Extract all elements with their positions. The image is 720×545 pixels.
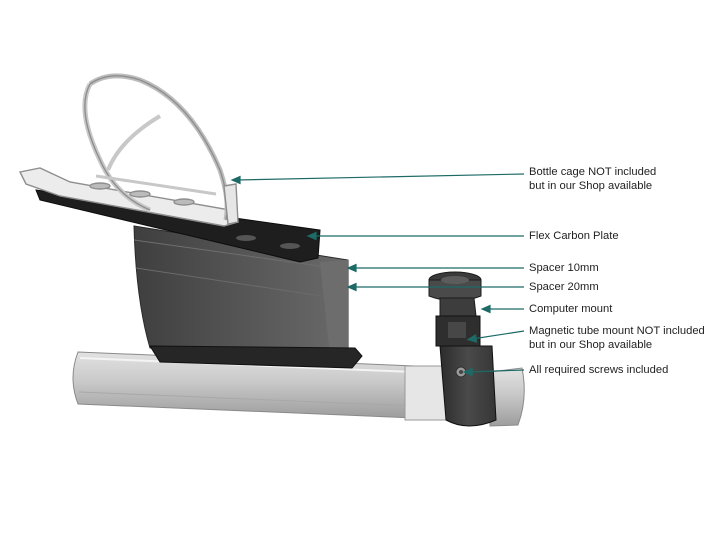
label-bottle-cage: Bottle cage NOT included but in our Shop… xyxy=(529,166,656,193)
frame-tube xyxy=(72,351,525,427)
label-line: All required screws included xyxy=(529,364,669,376)
label-line: Flex Carbon Plate xyxy=(529,230,619,242)
label-spacer-20mm: Spacer 20mm xyxy=(529,281,599,295)
label-line: but in our Shop available xyxy=(529,179,653,192)
computer-mount xyxy=(428,271,482,347)
label-line: but in our Shop available xyxy=(529,338,653,351)
bottle-cage xyxy=(18,73,240,227)
label-screws: All required screws included xyxy=(529,364,668,378)
label-flex-carbon-plate: Flex Carbon Plate xyxy=(529,230,619,244)
label-line: Spacer 20mm xyxy=(529,281,599,293)
label-line: Computer mount xyxy=(529,303,613,315)
leader-lines xyxy=(230,173,525,377)
label-line: Spacer 10mm xyxy=(529,262,599,274)
label-magnetic-tube-mount: Magnetic tube mount NOT included but in … xyxy=(529,325,705,352)
label-spacer-10mm: Spacer 10mm xyxy=(529,262,599,276)
label-computer-mount: Computer mount xyxy=(529,303,612,317)
tube-clamp xyxy=(439,345,497,427)
label-line: Bottle cage NOT included xyxy=(529,166,657,178)
label-line: Magnetic tube mount NOT included xyxy=(529,325,705,337)
flex-carbon-plate xyxy=(35,189,321,263)
